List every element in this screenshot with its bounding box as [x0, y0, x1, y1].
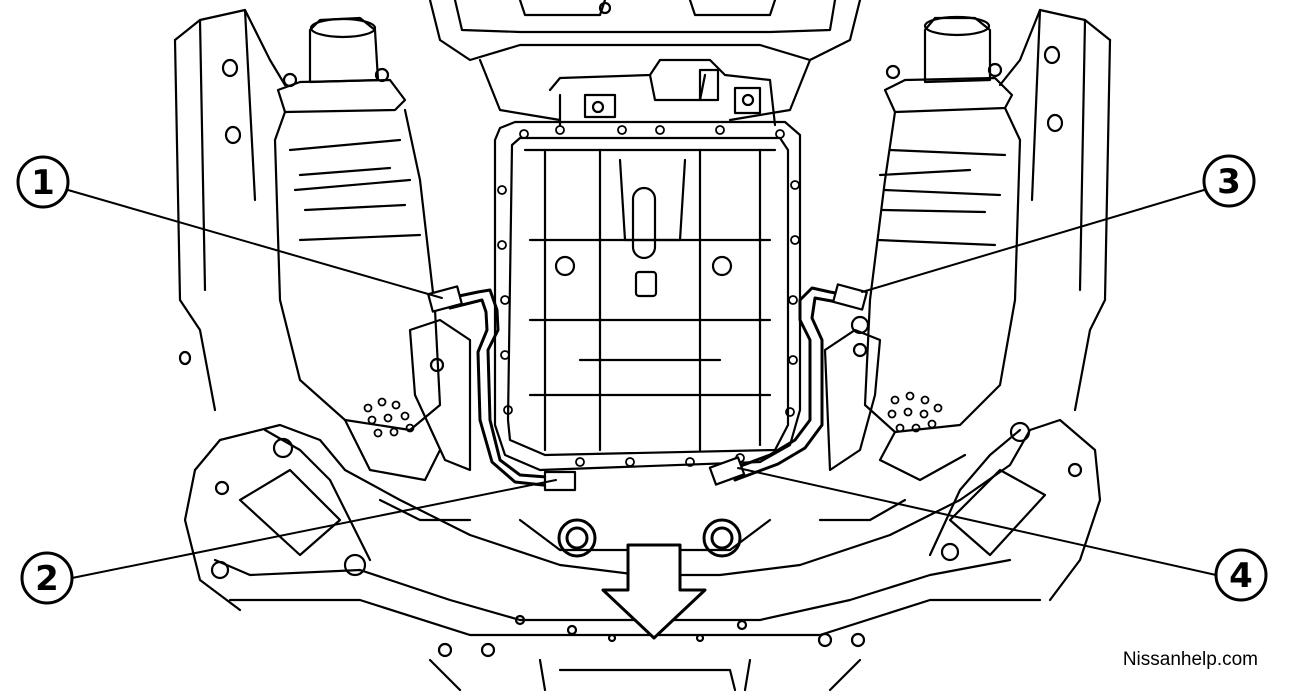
- line-fittings: [427, 283, 870, 492]
- crossmember: [183, 418, 1102, 692]
- mount-bushings: [557, 518, 742, 558]
- valve-body: [548, 58, 777, 127]
- side-brackets: [408, 318, 882, 472]
- leader-line-2: [71, 479, 557, 579]
- callout-3: 3: [1202, 154, 1256, 208]
- arrow-down-icon: [601, 543, 707, 640]
- callout-3-label: 3: [1217, 162, 1241, 202]
- right-vent-holes: [887, 391, 943, 433]
- callout-2-label: 2: [35, 559, 59, 599]
- leader-line-3: [861, 189, 1205, 293]
- left-converter: [273, 16, 442, 482]
- right-converter: [863, 15, 1022, 482]
- oil-pan: [493, 120, 802, 472]
- leader-line-4: [737, 467, 1217, 576]
- fluid-cooler-lines: [438, 286, 867, 488]
- oil-pan-bolts: [497, 125, 800, 467]
- left-vent-holes: [363, 397, 415, 438]
- callout-2: 2: [20, 551, 74, 605]
- upper-body-outline: [173, 0, 1112, 412]
- leader-lines: [67, 189, 1217, 579]
- crossmember-holes: [210, 421, 1083, 658]
- frame-holes: [178, 1, 1064, 366]
- callout-1: 1: [16, 155, 70, 209]
- callout-4: 4: [1214, 548, 1268, 602]
- leader-line-1: [67, 189, 443, 299]
- callout-4-label: 4: [1229, 556, 1253, 596]
- watermark: Nissanhelp.com: [1122, 649, 1258, 670]
- callout-1-label: 1: [31, 163, 55, 203]
